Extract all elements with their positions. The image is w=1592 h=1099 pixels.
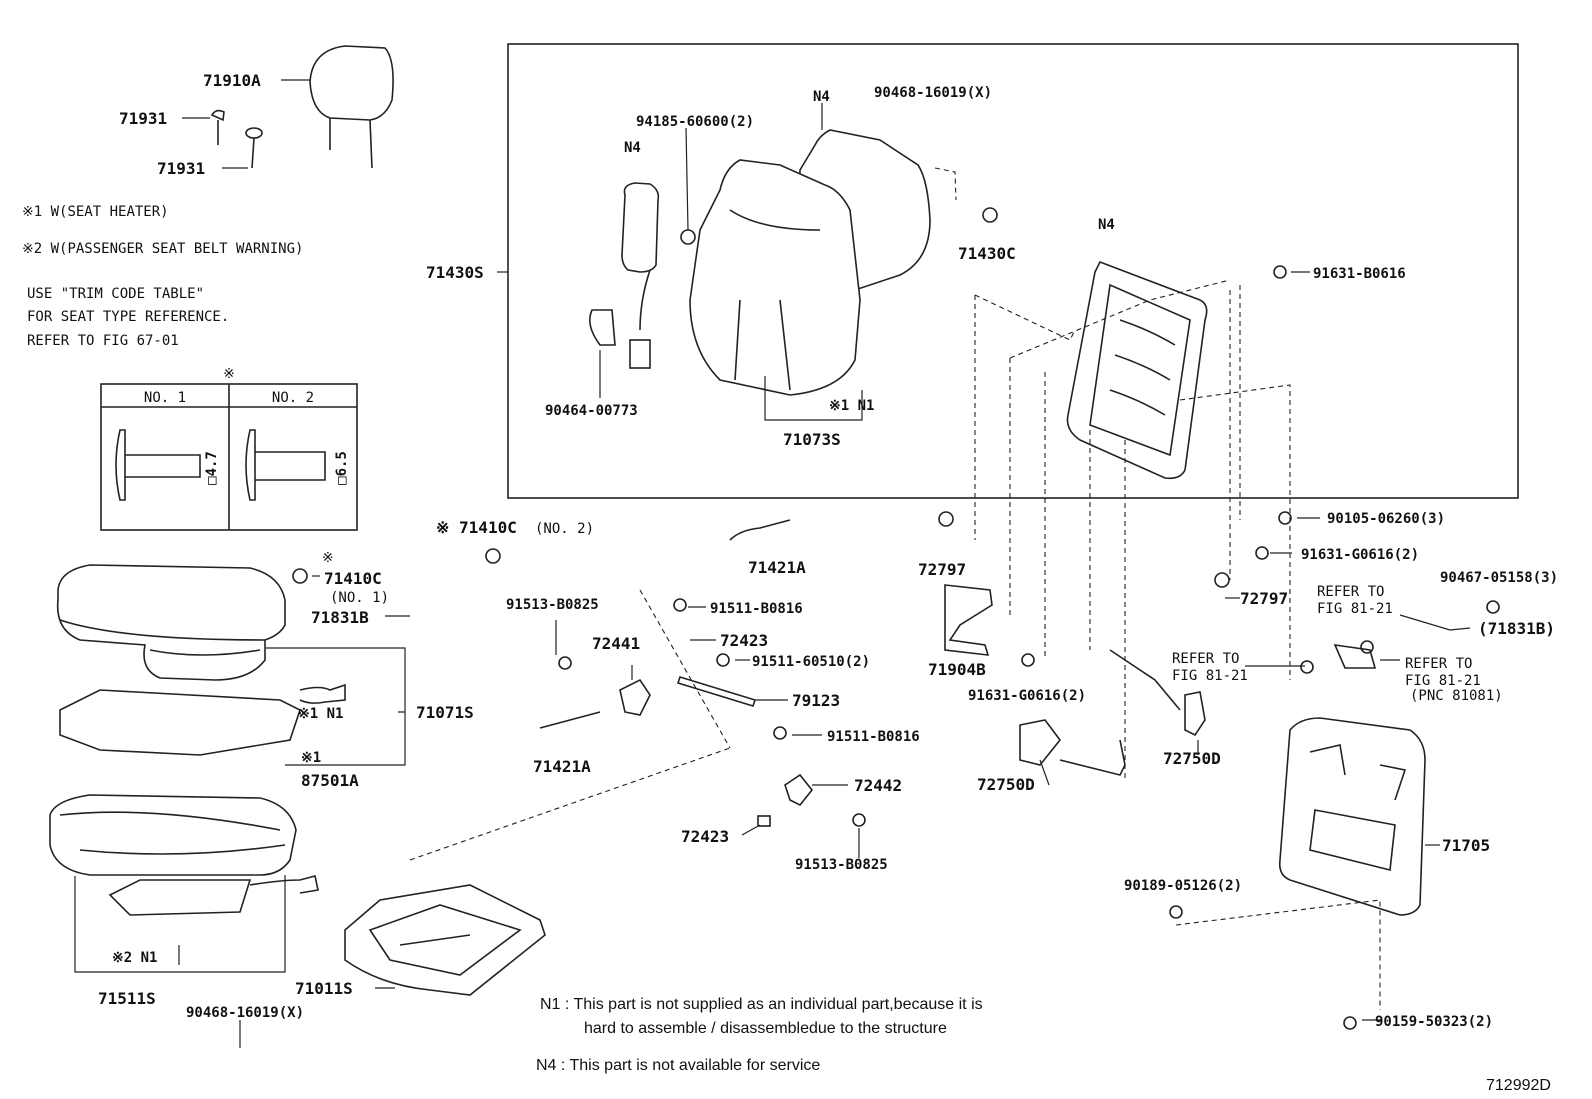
label-94185: 94185-60600(2) <box>636 114 754 130</box>
seat-cushion-frame <box>344 884 546 996</box>
label-n4-a: N4 <box>813 89 830 105</box>
label-72423-top: 72423 <box>720 631 768 650</box>
label-91631-B0616: 91631-B0616 <box>1313 266 1406 282</box>
seatback-frame <box>1066 260 1208 480</box>
label-71421A-top: 71421A <box>748 558 806 577</box>
diagram-id: 712992D <box>1486 1077 1551 1094</box>
label-90159: 90159-50323(2) <box>1375 1014 1493 1030</box>
label-mark2-n1: ※2 N1 <box>112 950 157 966</box>
label-71410C-no2-sub: (NO. 2) <box>535 521 594 537</box>
note-belt-warning: ※2 W(PASSENGER SEAT BELT WARNING) <box>22 241 303 257</box>
label-71430S: 71430S <box>426 263 484 282</box>
headrest <box>210 45 394 169</box>
label-refer2-b: FIG 81-21 <box>1172 668 1248 684</box>
fasteners <box>292 207 1500 1030</box>
label-79123: 79123 <box>792 691 840 710</box>
label-72423-bot: 72423 <box>681 827 729 846</box>
label-n4-b: N4 <box>624 140 641 156</box>
label-refer3-a: REFER TO <box>1405 656 1472 672</box>
label-71410C-no1: 71410C <box>324 569 382 588</box>
label-91631-G0616-mid: 91631-G0616(2) <box>968 688 1086 704</box>
note-trim-line3: REFER TO FIG 67-01 <box>27 333 179 349</box>
label-mark1-n1-mid: ※1 N1 <box>298 706 343 722</box>
footnote-n4: N4 : This part is not available for serv… <box>536 1057 820 1074</box>
label-71430C: 71430C <box>958 244 1016 263</box>
label-refer1-b: FIG 81-21 <box>1317 601 1393 617</box>
label-n4-c: N4 <box>1098 217 1115 233</box>
seat-cushion-belt <box>49 794 319 916</box>
label-91511-B0816-bot: 91511-B0816 <box>827 729 920 745</box>
clip-dim-2: □6.5 <box>334 451 350 485</box>
seatback-group-box <box>507 43 1519 499</box>
label-71831B-paren: (71831B) <box>1478 619 1555 638</box>
footnote-n1-line1: N1 : This part is not supplied as an ind… <box>540 996 983 1013</box>
label-91631-G0616-top: 91631-G0616(2) <box>1301 547 1419 563</box>
label-72797-a: 72797 <box>918 560 966 579</box>
seatback-heater <box>589 182 660 369</box>
label-90468-bot: 90468-16019(X) <box>186 1005 304 1021</box>
label-72797-b: 72797 <box>1240 589 1288 608</box>
label-91511-B0816-top: 91511-B0816 <box>710 601 803 617</box>
label-mark1-n1-top: ※1 N1 <box>829 398 874 414</box>
leader-lines <box>74 79 1471 1048</box>
label-71831B: 71831B <box>311 608 369 627</box>
label-refer2-a: REFER TO <box>1172 651 1239 667</box>
label-90105: 90105-06260(3) <box>1327 511 1445 527</box>
label-71931-b: 71931 <box>157 159 205 178</box>
label-87501A: 87501A <box>301 771 359 790</box>
label-91511-60510: 91511-60510(2) <box>752 654 870 670</box>
label-71910A: 71910A <box>203 71 261 90</box>
label-90468-top: 90468-16019(X) <box>874 85 992 101</box>
label-refer3-c: (PNC 81081) <box>1410 688 1503 704</box>
clip-table-col2: NO. 2 <box>272 390 314 406</box>
clip-table <box>100 383 358 531</box>
label-72750D-a: 72750D <box>977 775 1035 794</box>
recliner-parts <box>539 519 1377 827</box>
label-71073S: 71073S <box>783 430 841 449</box>
note-trim-line2: FOR SEAT TYPE REFERENCE. <box>27 309 229 325</box>
label-71705: 71705 <box>1442 836 1490 855</box>
label-71011S: 71011S <box>295 979 353 998</box>
clip-table-mark: ※ <box>223 366 235 382</box>
note-seat-heater: ※1 W(SEAT HEATER) <box>22 204 169 220</box>
label-71511S: 71511S <box>98 989 156 1008</box>
label-90467: 90467-05158(3) <box>1440 570 1558 586</box>
label-71410C-mark: ※ <box>322 550 334 566</box>
label-91513-bot: 91513-B0825 <box>795 857 888 873</box>
label-71071S: 71071S <box>416 703 474 722</box>
label-90189: 90189-05126(2) <box>1124 878 1242 894</box>
label-72442: 72442 <box>854 776 902 795</box>
note-trim-line1: USE "TRIM CODE TABLE" <box>27 286 204 302</box>
label-90464: 90464-00773 <box>545 403 638 419</box>
seat-cushion-heater <box>56 564 346 756</box>
seatback-cover <box>689 129 931 396</box>
label-refer1-a: REFER TO <box>1317 584 1384 600</box>
seatback-board <box>1278 717 1426 916</box>
label-72441: 72441 <box>592 634 640 653</box>
label-71410C-no2: ※ 71410C <box>436 518 517 537</box>
label-91513-top: 91513-B0825 <box>506 597 599 613</box>
label-71410C-no1-sub: (NO. 1) <box>330 590 389 606</box>
label-71421A-bot: 71421A <box>533 757 591 776</box>
footnote-n1-line2: hard to assemble / disassembledue to the… <box>584 1020 947 1037</box>
label-71931-a: 71931 <box>119 109 167 128</box>
label-71904B: 71904B <box>928 660 986 679</box>
clip-dim-1: □4.7 <box>204 451 220 485</box>
label-mark1-mid: ※1 <box>301 750 321 766</box>
label-refer3-b: FIG 81-21 <box>1405 673 1481 689</box>
clip-table-col1: NO. 1 <box>144 390 186 406</box>
label-72750D-b: 72750D <box>1163 749 1221 768</box>
